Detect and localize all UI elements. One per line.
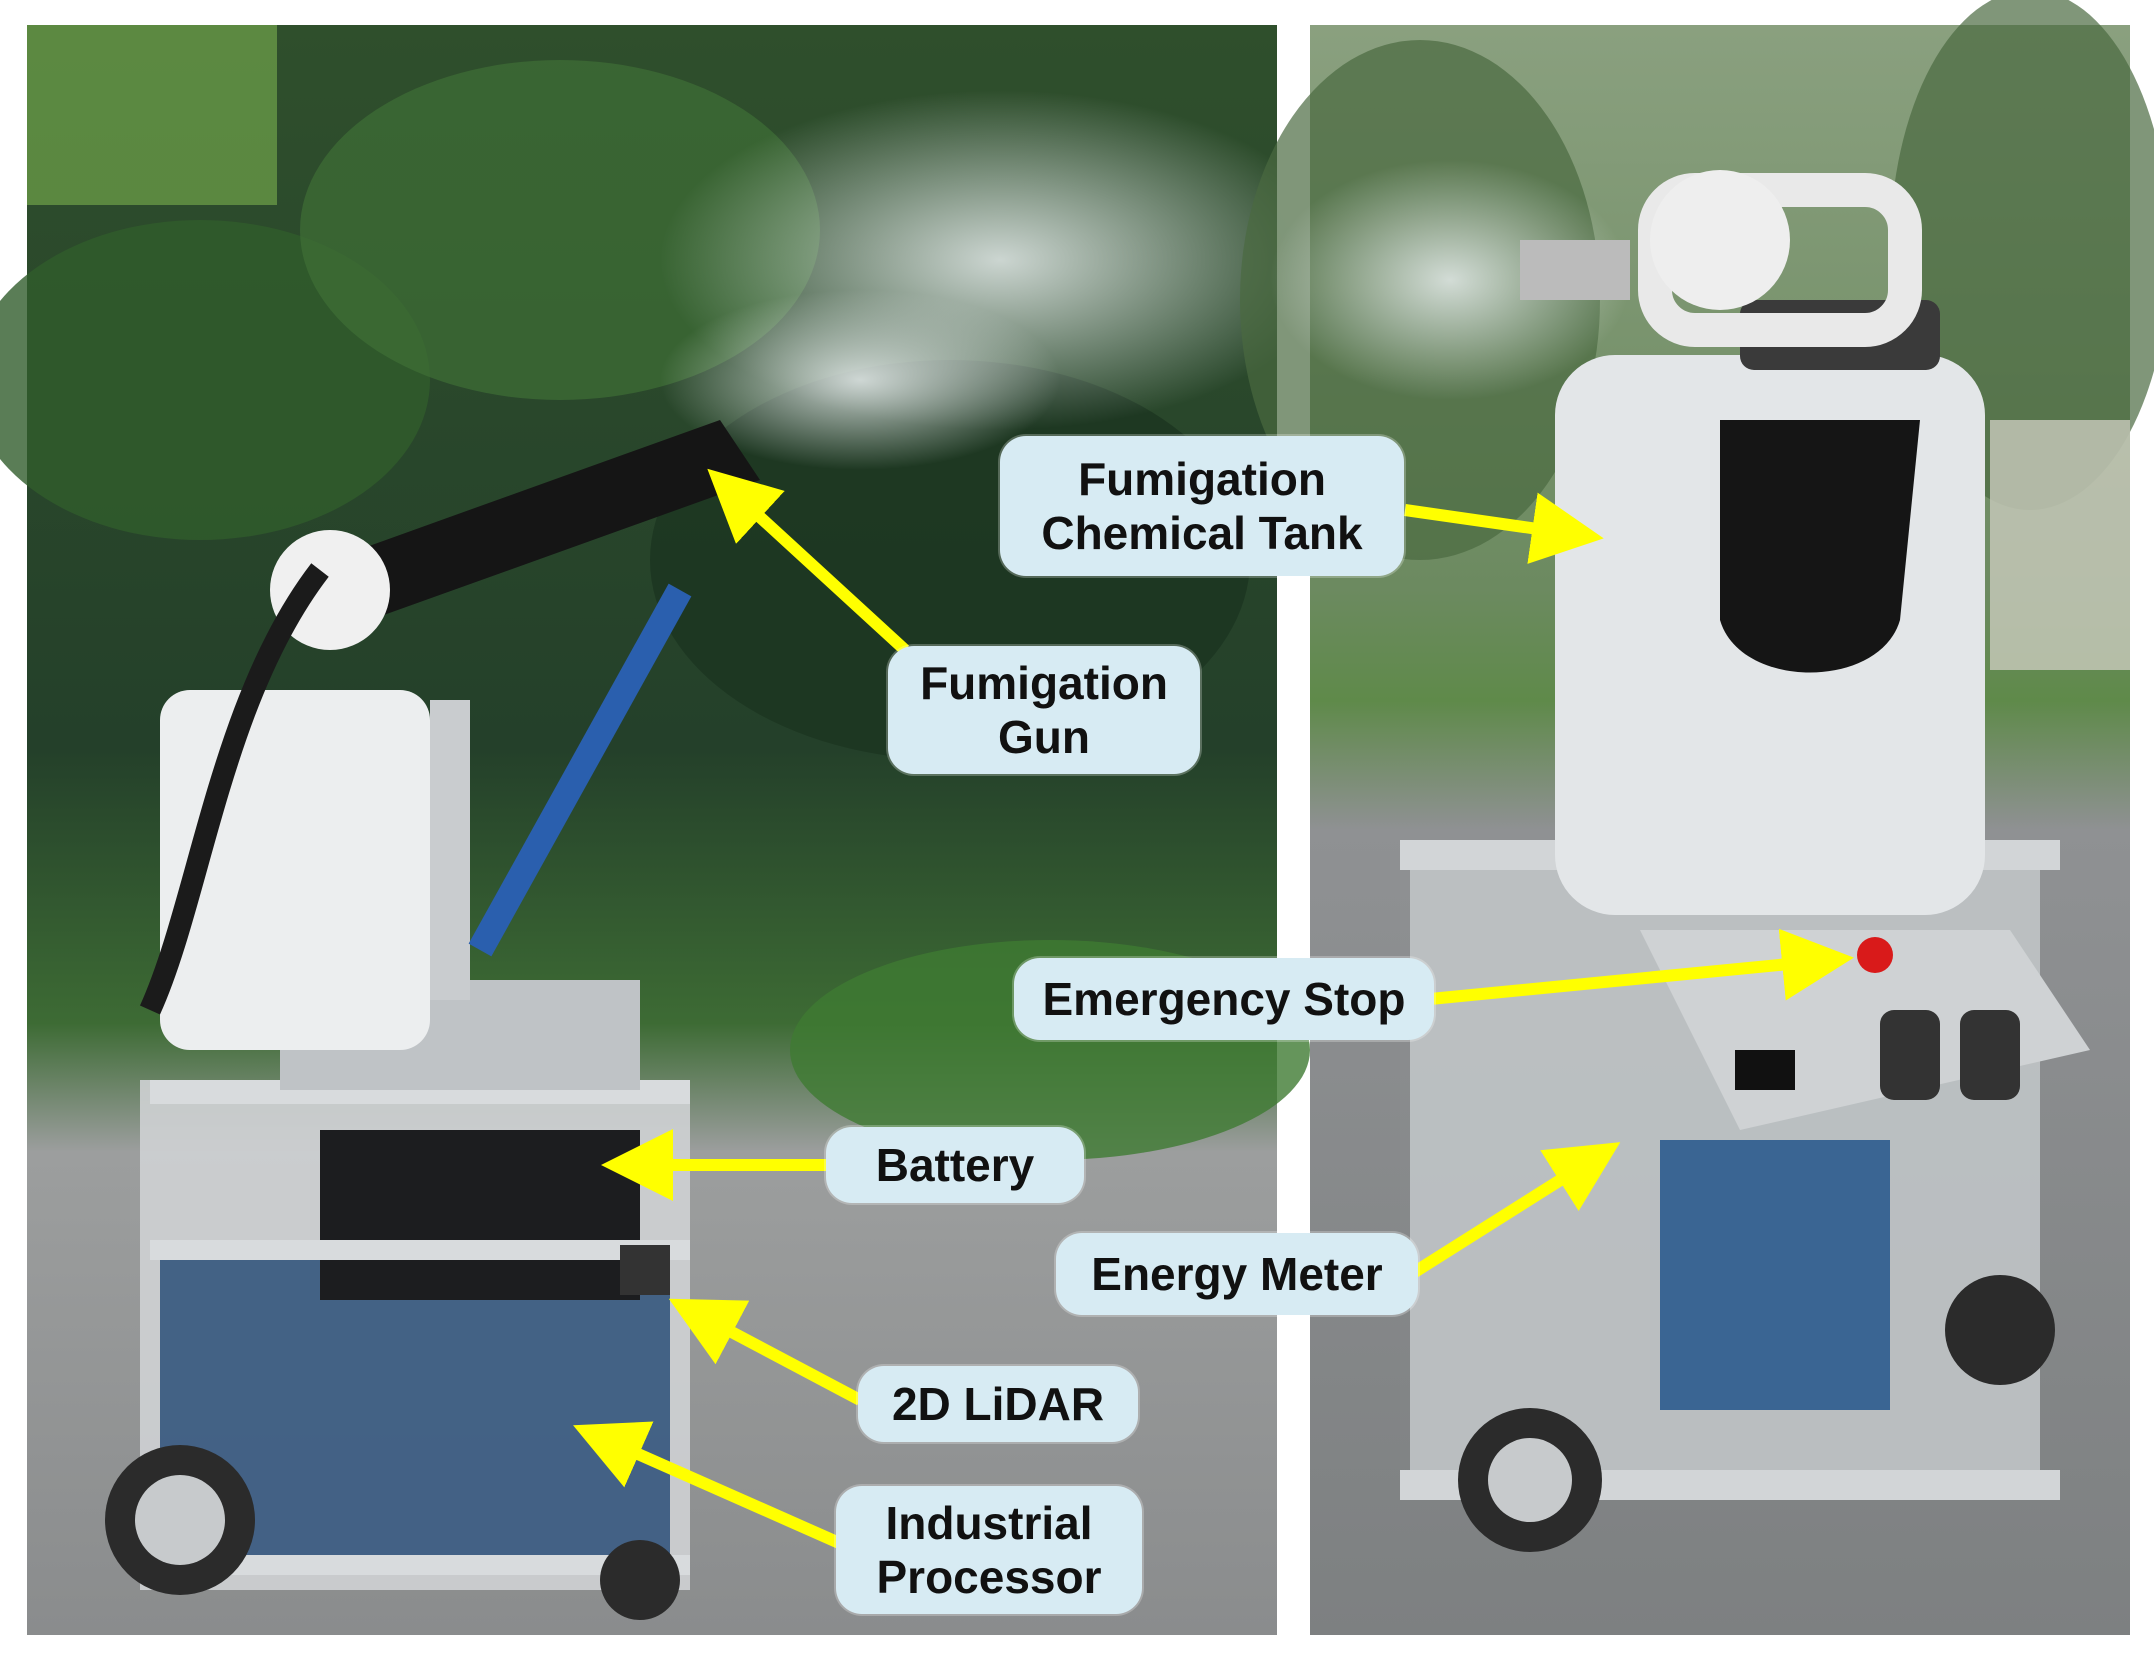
arrow-processor xyxy=(573,1421,858,1556)
label-2d-lidar: 2D LiDAR xyxy=(858,1366,1138,1442)
label-industrial-processor: Industrial Processor xyxy=(836,1486,1142,1614)
arrow-lidar xyxy=(668,1298,863,1406)
arrow-energy-meter xyxy=(1406,1142,1621,1281)
label-battery: Battery xyxy=(826,1127,1084,1203)
arrow-fumigation-gun xyxy=(707,468,910,655)
arrow-tank xyxy=(1404,492,1604,564)
label-emergency-stop: Emergency Stop xyxy=(1014,958,1434,1040)
robot-left xyxy=(105,420,760,1620)
arrows xyxy=(573,468,1854,1556)
label-fumigation-gun: Fumigation Gun xyxy=(888,646,1200,774)
robot-right xyxy=(1400,170,2090,1552)
label-fumigation-chemical-tank: Fumigation Chemical Tank xyxy=(1000,436,1404,576)
arrow-emergency-stop xyxy=(1419,928,1854,1006)
right-photo xyxy=(1240,0,2154,1635)
left-photo xyxy=(0,25,1340,1635)
label-energy-meter: Energy Meter xyxy=(1056,1233,1418,1315)
